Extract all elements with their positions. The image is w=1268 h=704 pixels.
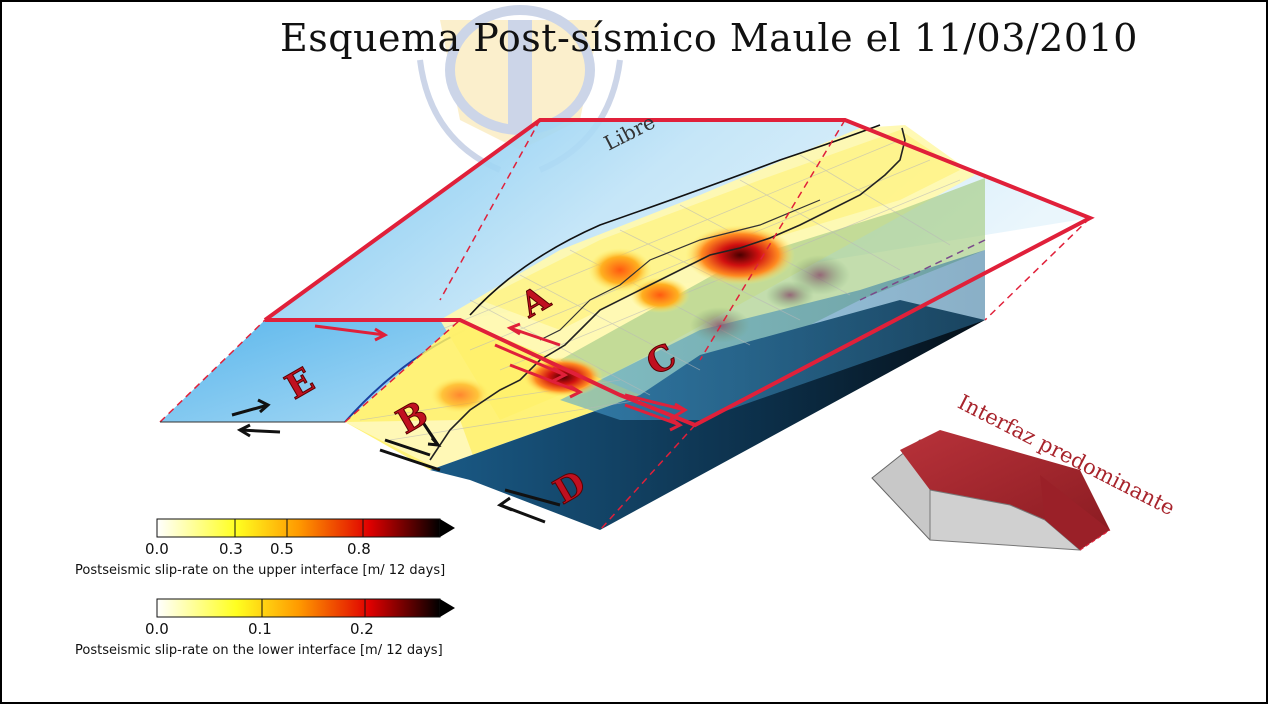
block-e xyxy=(160,320,460,422)
slip-hotspot-3 xyxy=(630,277,690,313)
trench-line xyxy=(469,124,881,316)
interfaz-arrow xyxy=(871,430,1111,551)
cb-upper-tick-1: 0.3 xyxy=(219,540,243,558)
cb-upper-tick-0: 0.0 xyxy=(145,540,169,558)
colorbar-upper xyxy=(156,518,455,538)
cb-upper-tick-2: 0.5 xyxy=(270,540,294,558)
coastline xyxy=(429,127,906,461)
page-title: Esquema Post-sísmico Maule el 11/03/2010 xyxy=(280,16,1138,60)
black-slip-arrows xyxy=(231,398,561,524)
watermark-crest xyxy=(417,5,623,173)
cb-lower-tick-0: 0.0 xyxy=(145,620,169,638)
red-slip-arrows xyxy=(314,322,688,432)
slip-hotspot-2 xyxy=(588,248,652,292)
cb-upper-caption: Postseismic slip-rate on the upper inter… xyxy=(75,563,446,578)
red-frame xyxy=(263,118,1095,428)
cb-lower-caption: Postseismic slip-rate on the lower inter… xyxy=(75,643,443,658)
cb-lower-tick-1: 0.1 xyxy=(248,620,272,638)
colorbar-lower xyxy=(156,598,455,618)
cb-upper-tick-3: 0.8 xyxy=(347,540,371,558)
cb-lower-tick-2: 0.2 xyxy=(350,620,374,638)
lower-hotspot-2 xyxy=(690,307,750,343)
slip-hotspot-main xyxy=(685,225,795,285)
